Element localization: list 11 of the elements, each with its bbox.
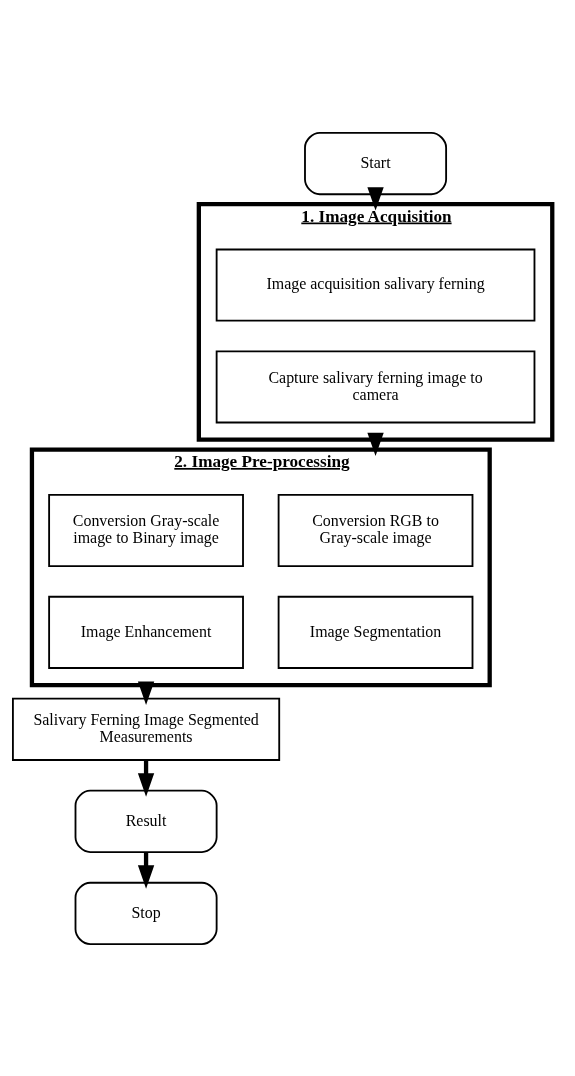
node-box: Salivary Ferning Image Segmented Measurements — [12, 697, 281, 761]
node-box: Capture salivary ferning image to camera — [215, 349, 536, 423]
arrow — [367, 432, 384, 456]
arrow — [367, 186, 384, 211]
node-box: Image Enhancement — [48, 595, 244, 669]
node-box: Image Segmentation — [277, 595, 474, 669]
node-box: Image acquisition salivary ferning — [215, 248, 536, 322]
node-box: Stop — [74, 881, 218, 945]
node-box: Conversion RGB to Gray-scale image — [277, 493, 474, 567]
node-box: Result — [74, 789, 218, 853]
node-box: Conversion Gray-scale image to Binary image — [48, 493, 244, 567]
